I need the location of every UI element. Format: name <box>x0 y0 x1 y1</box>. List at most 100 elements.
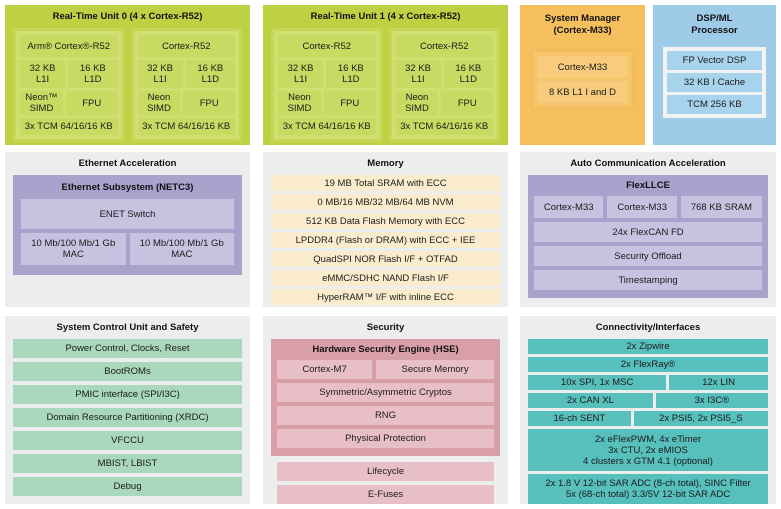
core-outer-rtu1-1: Cortex-R52 32 KB L1I 16 KB L1D Neon SIMD… <box>388 28 500 142</box>
hse-item-2: Physical Protection <box>277 429 494 448</box>
enet-switch: ENET Switch <box>21 199 234 229</box>
flexllce-item-0: 24x FlexCAN FD <box>534 222 762 242</box>
dsp-ml-title-line2: Processor <box>691 25 738 36</box>
core-l1i: 32 KB L1I <box>137 60 183 88</box>
core-rtu1-1: Cortex-R52 32 KB L1I 16 KB L1D Neon SIMD… <box>391 31 497 139</box>
memory-item-1: 0 MB/16 MB/32 MB/64 MB NVM <box>271 194 500 210</box>
panel-title-connectivity: Connectivity/Interfaces <box>595 322 701 333</box>
core-tcm: 3x TCM 64/16/16 KB <box>278 118 376 135</box>
core-tcm: 3x TCM 64/16/16 KB <box>137 118 235 135</box>
core-simd: Neon SIMD <box>395 91 439 115</box>
memory-stack: 19 MB Total SRAM with ECC 0 MB/16 MB/32 … <box>271 175 500 305</box>
connectivity-sent: 16-ch SENT <box>528 411 631 426</box>
core-l1i: 32 KB L1I <box>278 60 324 88</box>
hse-box: Hardware Security Engine (HSE) Cortex-M7… <box>271 339 500 456</box>
core-name: Arm® Cortex®-R52 <box>20 35 118 57</box>
panel-title-security: Security <box>366 322 405 333</box>
timer-line-0: 2x eFlexPWM, 4x eTimer <box>594 433 702 445</box>
panel-auto-communication-acceleration: Auto Communication Acceleration FlexLLCE… <box>520 152 776 307</box>
security-outside-stack: Lifecycle E-Fuses <box>271 462 500 504</box>
ethernet-mac-1: 10 Mb/100 Mb/1 Gb MAC <box>129 233 234 265</box>
dsp-ml-item-2: TCM 256 KB <box>667 95 762 114</box>
core-rtu1-0: Cortex-R52 32 KB L1I 16 KB L1D Neon SIMD… <box>274 31 380 139</box>
security-efuses: E-Fuses <box>277 485 494 504</box>
core-fpu: FPU <box>441 91 493 115</box>
core-l1d: 16 KB L1D <box>326 60 376 88</box>
panel-real-time-unit-1: Real-Time Unit 1 (4 x Cortex-R52) Cortex… <box>263 5 508 145</box>
memory-item-0: 19 MB Total SRAM with ECC <box>271 175 500 191</box>
system-manager-title-line2: (Cortex-M33) <box>553 25 612 36</box>
core-fpu: FPU <box>65 91 118 115</box>
connectivity-zipwire: 2x Zipwire <box>528 339 768 354</box>
core-name: Cortex-R52 <box>395 35 493 57</box>
core-fpu: FPU <box>183 91 235 115</box>
scu-item-1: BootROMs <box>13 362 242 381</box>
memory-item-5: eMMC/SDHC NAND Flash I/F <box>271 270 500 286</box>
core-fpu: FPU <box>323 91 376 115</box>
core-simd: Neon SIMD <box>278 91 321 115</box>
flexllce-core-0: Cortex-M33 <box>534 196 604 218</box>
scu-item-4: VFCCU <box>13 431 242 450</box>
scu-item-2: PMIC interface (SPI/I3C) <box>13 385 242 404</box>
flexllce-box: FlexLLCE Cortex-M33 Cortex-M33 768 KB SR… <box>528 175 768 298</box>
core-simd: Neon™ SIMD <box>20 91 63 115</box>
scu-item-0: Power Control, Clocks, Reset <box>13 339 242 358</box>
core-name: Cortex-R52 <box>137 35 235 57</box>
flexllce-sram: 768 KB SRAM <box>680 196 762 218</box>
core-outer-rtu0-0: Arm® Cortex®-R52 32 KB L1I 16 KB L1D Neo… <box>13 28 125 142</box>
panel-system-control-unit-and-safety: System Control Unit and Safety Power Con… <box>5 316 250 504</box>
ethernet-mac-0: 10 Mb/100 Mb/1 Gb MAC <box>21 233 126 265</box>
flexllce-stack: Cortex-M33 Cortex-M33 768 KB SRAM 24x Fl… <box>534 196 762 290</box>
core-tcm: 3x TCM 64/16/16 KB <box>20 118 118 135</box>
flexllce-core-1: Cortex-M33 <box>607 196 677 218</box>
panel-title-ethernet: Ethernet Acceleration <box>78 158 177 169</box>
timer-line-1: 3x CTU, 2x eMIOS <box>608 444 688 456</box>
core-l1d: 16 KB L1D <box>185 60 235 88</box>
connectivity-spi-msc: 10x SPI, 1x MSC <box>528 375 667 390</box>
core-outer-rtu1-0: Cortex-R52 32 KB L1I 16 KB L1D Neon SIMD… <box>271 28 383 142</box>
panel-title-auto-comm: Auto Communication Acceleration <box>570 158 726 169</box>
system-manager-title-line1: System Manager <box>544 13 621 24</box>
hse-item-1: RNG <box>277 406 494 425</box>
connectivity-timer-block: 2x eFlexPWM, 4x eTimer 3x CTU, 2x eMIOS … <box>528 429 768 471</box>
ethernet-subsystem-title: Ethernet Subsystem (NETC3) <box>61 182 194 193</box>
adc-line-0: 2x 1.8 V 12-bit SAR ADC (8-ch total), SI… <box>545 478 751 489</box>
panel-connectivity-interfaces: Connectivity/Interfaces 2x Zipwire 2x Fl… <box>520 316 776 504</box>
connectivity-psi5: 2x PSI5, 2x PSI5_S <box>633 411 768 426</box>
hse-secure-memory: Secure Memory <box>376 360 494 379</box>
panel-title-scu: System Control Unit and Safety <box>56 322 199 333</box>
scu-item-5: MBIST, LBIST <box>13 454 242 473</box>
hse-stack: Cortex-M7 Secure Memory Symmetric/Asymme… <box>277 360 494 448</box>
panel-title-rtu1: Real-Time Unit 1 (4 x Cortex-R52) <box>310 11 461 22</box>
flexllce-item-2: Timestamping <box>534 270 762 290</box>
flexllce-item-1: Security Offload <box>534 246 762 266</box>
core-l1i: 32 KB L1I <box>395 60 441 88</box>
panel-ethernet-acceleration: Ethernet Acceleration Ethernet Subsystem… <box>5 152 250 307</box>
memory-item-4: QuadSPI NOR Flash I/F + OTFAD <box>271 251 500 267</box>
panel-title-rtu0: Real-Time Unit 0 (4 x Cortex-R52) <box>52 11 203 22</box>
ethernet-subsystem-stack: ENET Switch 10 Mb/100 Mb/1 Gb MAC 10 Mb/… <box>21 199 234 265</box>
panel-security: Security Hardware Security Engine (HSE) … <box>263 316 508 504</box>
system-manager-item-1: 8 KB L1 I and D <box>537 81 628 103</box>
memory-item-2: 512 KB Data Flash Memory with ECC <box>271 213 500 229</box>
connectivity-lin: 12x LIN <box>669 375 768 390</box>
flexllce-title: FlexLLCE <box>626 180 670 191</box>
core-name: Cortex-R52 <box>278 35 376 57</box>
panel-real-time-unit-0: Real-Time Unit 0 (4 x Cortex-R52) Arm® C… <box>5 5 250 145</box>
panel-title-memory: Memory <box>367 158 404 169</box>
hse-cortex-m7: Cortex-M7 <box>277 360 373 379</box>
dsp-ml-frame: FP Vector DSP 32 KB I Cache TCM 256 KB <box>663 47 766 118</box>
panel-title-system-manager: System Manager (Cortex-M33) <box>530 13 635 37</box>
core-tcm: 3x TCM 64/16/16 KB <box>395 118 493 135</box>
panel-title-dsp-ml: DSP/ML Processor <box>663 13 766 37</box>
core-l1d: 16 KB L1D <box>443 60 493 88</box>
scu-stack: Power Control, Clocks, Reset BootROMs PM… <box>13 339 242 496</box>
security-lifecycle: Lifecycle <box>277 462 494 481</box>
system-manager-core: Cortex-M33 8 KB L1 I and D <box>533 52 632 107</box>
memory-item-3: LPDDR4 (Flash or DRAM) with ECC + IEE <box>271 232 500 248</box>
memory-item-6: HyperRAM™ I/F with inline ECC <box>271 289 500 305</box>
hse-title: Hardware Security Engine (HSE) <box>312 344 459 355</box>
scu-item-3: Domain Resource Partitioning (XRDC) <box>13 408 242 427</box>
dsp-ml-item-0: FP Vector DSP <box>667 51 762 70</box>
